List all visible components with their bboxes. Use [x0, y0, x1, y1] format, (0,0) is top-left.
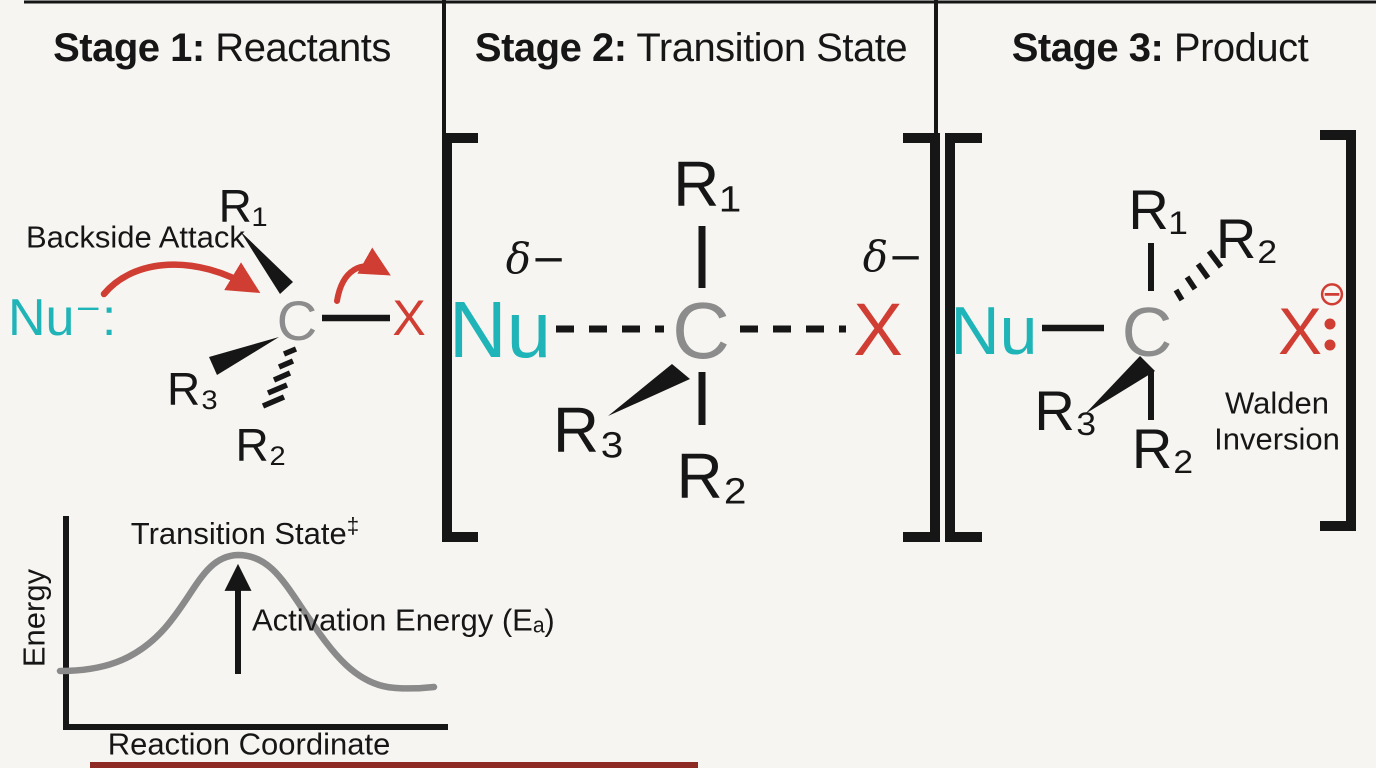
- stage3-hash-bond-r2-back: [1173, 249, 1224, 302]
- stage3-header-bold: Stage 3:: [1011, 26, 1164, 70]
- stage2-right-bracket: [903, 133, 940, 542]
- stage3-substituent-r2-back: R₂: [1215, 207, 1279, 270]
- stage3-left-bracket: [945, 133, 982, 542]
- stage3-header-rest: Product: [1163, 26, 1309, 70]
- stage2-left-bracket: [442, 133, 478, 542]
- stage3-carbon: C: [1121, 293, 1173, 371]
- stage2-wedge-bond-r3: [608, 364, 690, 416]
- stage1-leaving-group-arrow: [334, 247, 391, 304]
- stage1-substituent-r3: R₃: [167, 363, 219, 415]
- transition-state-peak-text: Transition State: [130, 516, 347, 552]
- stage3-substituent-r1: R₁: [1128, 178, 1188, 241]
- stage2-header-rest: Transition State: [626, 26, 908, 70]
- stage2-header-bold: Stage 2:: [474, 26, 627, 70]
- walden-inversion-label: Walden Inversion: [1214, 385, 1340, 456]
- stage1-backside-attack-arrow: [100, 261, 261, 298]
- stage2-substituent-r2: R₂: [676, 440, 748, 512]
- stage3-wedge-bond-r3: [1085, 356, 1155, 414]
- stage1-header-bold: Stage 1:: [53, 26, 205, 70]
- stage2-substituent-r3: R₃: [552, 394, 626, 466]
- stage1-header-rest: Reactants: [204, 26, 391, 70]
- stage1-nucleophile: Nu⁻:: [8, 289, 117, 347]
- stage3-nucleophile: Nu: [950, 293, 1038, 369]
- stage3-header: Stage 3: Product: [960, 26, 1360, 71]
- backside-attack-label: Backside Attack: [26, 219, 245, 255]
- bottom-red-bar: [90, 762, 698, 768]
- stage3-x-lone-pair-dots: [1324, 318, 1336, 351]
- stage2-substituent-r1: R₁: [673, 148, 741, 220]
- stage2-delta-minus-right: δ−: [862, 232, 924, 281]
- stage2-delta-minus-left: δ−: [505, 234, 567, 283]
- energy-diagram-axes: [63, 516, 448, 730]
- energy-axis-label: Energy: [16, 568, 52, 668]
- stage2-carbon: C: [672, 286, 730, 375]
- stage1-wedge-bond-r3: [209, 337, 279, 375]
- stage1-wedge-bond-r1: [240, 231, 293, 294]
- stage3-substituent-r3: R₃: [1034, 379, 1098, 442]
- reaction-coordinate-label: Reaction Coordinate: [107, 726, 391, 762]
- walden-inversion-line2: Inversion: [1214, 421, 1340, 456]
- stage1-leaving-group: X: [392, 290, 426, 346]
- activation-energy-label: Activation Energy (Eₐ): [252, 602, 555, 638]
- stage1-carbon: C: [276, 289, 318, 352]
- stage1-substituent-r2: R₂: [235, 419, 287, 471]
- stage1-header: Stage 1: Reactants: [10, 26, 434, 71]
- stage2-leaving-group: X: [853, 288, 903, 371]
- stage3-negative-charge: ⊖: [1317, 275, 1347, 313]
- stage2-header: Stage 2: Transition State: [454, 26, 928, 71]
- stage3-leaving-group: X: [1277, 294, 1323, 368]
- transition-state-peak-label: Transition State‡: [130, 512, 360, 552]
- stage1-substituent-r1: R₁: [218, 180, 268, 232]
- stage2-nucleophile: Nu: [448, 285, 552, 374]
- stage3-substituent-r2-bottom: R₂: [1131, 417, 1195, 480]
- stage1-hash-bond-r2: [261, 346, 298, 409]
- stage3-right-bracket: [1320, 130, 1356, 531]
- walden-inversion-line1: Walden: [1225, 385, 1329, 421]
- double-dagger-symbol: ‡: [346, 512, 360, 538]
- energy-curve: [56, 551, 438, 692]
